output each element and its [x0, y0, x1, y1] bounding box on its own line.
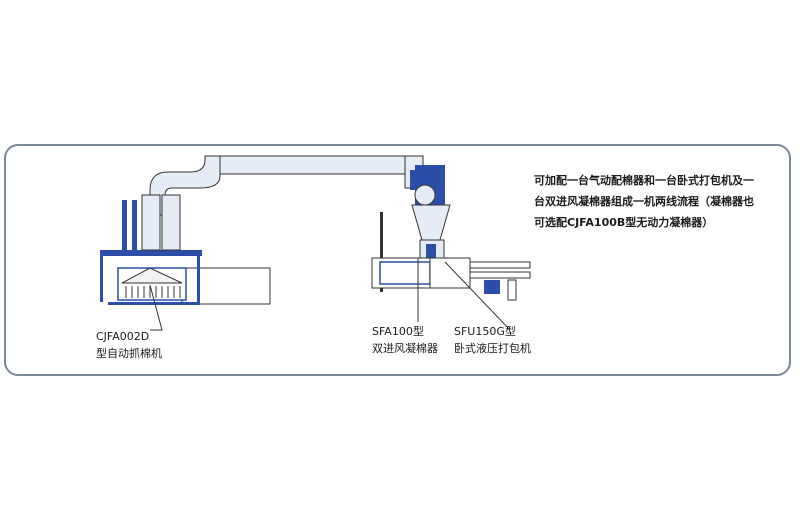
sfa100-condenser — [411, 165, 451, 263]
sfu150g-name-label: 卧式液压打包机 — [454, 342, 531, 355]
cjfa002d-model-label: CJFA002D — [96, 330, 150, 343]
sfa100-name-label: 双进风凝棉器 — [372, 342, 438, 355]
sfu150g-model-label: SFU150G型 — [454, 325, 516, 338]
transport-pipe — [149, 155, 424, 216]
sfa100-model-label: SFA100型 — [372, 325, 424, 338]
process-note: 可加配一台气动配棉器和一台卧式打包机及一台双进风凝棉器组成一机两线流程（凝棉器也… — [534, 174, 754, 229]
leader-lines — [149, 258, 511, 331]
cjfa002d-machine — [100, 194, 271, 305]
cjfa002d-name-label: 型自动抓棉机 — [96, 347, 162, 360]
sfu150g-baler — [371, 212, 531, 301]
